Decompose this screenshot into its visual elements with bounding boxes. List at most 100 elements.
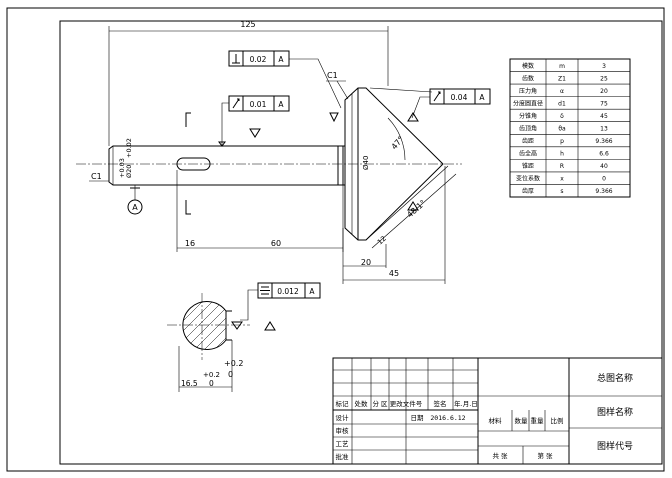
runout-cone-value: 0.04 xyxy=(451,93,468,102)
gear-table-cell-value: 45 xyxy=(600,113,608,120)
dim-60-label: 60 xyxy=(271,239,281,248)
datum-letter: A xyxy=(132,203,138,212)
bevel-gear-body xyxy=(344,87,444,241)
frame-perpendicularity[interactable]: 0.02 A xyxy=(228,50,342,109)
gear-table-cell-value: 20 xyxy=(600,88,608,95)
outer-border xyxy=(6,7,665,472)
section-tol-zero: 0 xyxy=(228,370,233,379)
gear-table-cell-symbol: R xyxy=(560,163,564,170)
title-block-border xyxy=(332,357,663,465)
perpendicularity-value: 0.02 xyxy=(250,55,267,64)
tb-count-label: 处数 xyxy=(355,399,369,408)
tb-drawing-code: 图样代号 xyxy=(597,440,633,452)
tb-part-name: 图样名称 xyxy=(597,406,633,418)
tb-scale-label: 比例 xyxy=(551,416,564,425)
tb-check-label: 审核 xyxy=(336,426,350,435)
chamfer-left-label: C1 xyxy=(91,172,102,181)
gear-table-cell-name: 齿全高 xyxy=(519,150,537,158)
runout-shaft-datum: A xyxy=(278,100,284,109)
section-outline xyxy=(182,301,227,350)
gear-table-cell-value: 9.366 xyxy=(595,188,612,195)
dim-slot: 16 60 xyxy=(176,170,344,252)
datum-triangle-4 xyxy=(407,201,419,211)
gear-table-cell-name: 压力角 xyxy=(519,87,537,95)
gear-table-cell-symbol: s xyxy=(560,188,563,195)
datum-triangle-1 xyxy=(249,128,261,138)
tb-general-name: 总图名称 xyxy=(597,372,633,384)
tb-approve-label: 批准 xyxy=(336,452,350,461)
symmetry-datum: A xyxy=(309,287,315,296)
gear-table-cell-name: 变位系数 xyxy=(516,175,540,183)
gear-table-cell-value: 9.366 xyxy=(595,138,612,145)
chamfer-cone-label: C1 xyxy=(327,71,338,80)
datum-circle xyxy=(127,199,143,215)
frame-runout-cone[interactable]: 0.04 A xyxy=(411,88,491,119)
dim-125-label: 125 xyxy=(240,20,255,29)
section-cut-arrow-bottom xyxy=(185,200,191,215)
tb-process-label: 工艺 xyxy=(336,440,350,448)
dim-cone-length: 20 45 xyxy=(342,166,446,284)
tb-sheet-total: 共 张 xyxy=(492,451,508,460)
tb-sign-label: 签名 xyxy=(434,399,447,408)
gear-table-cell-value: 75 xyxy=(600,100,608,107)
gear-table-cell-name: 齿厚 xyxy=(522,187,534,195)
datum-triangle-2 xyxy=(329,112,339,123)
gear-table-cell-name: 齿顶角 xyxy=(519,125,537,133)
face-width-label: 12 xyxy=(376,235,388,247)
gear-table-cell-symbol: θa xyxy=(558,126,566,133)
gear-table-cell-symbol: Z1 xyxy=(558,75,566,82)
tb-mark-label: 标记 xyxy=(336,399,350,408)
gear-table-cell-name: 模数 xyxy=(522,62,534,70)
gear-table-cell-symbol: p xyxy=(560,138,564,145)
runout-icon xyxy=(232,98,240,109)
shaft-diameter-callout: +0.03 Ø20 +0.02 xyxy=(118,138,133,178)
gear-table-border xyxy=(509,58,631,198)
shaft-tol-lower: +0.02 xyxy=(125,138,133,158)
tb-design-label: 设计 xyxy=(336,413,350,422)
tb-zone-label: 分 区 xyxy=(372,399,388,408)
shaft-main-view xyxy=(76,87,462,241)
section-tol-left: +0.2 xyxy=(203,371,220,379)
datum-triangle-6 xyxy=(231,321,243,330)
section-cut-arrow-top xyxy=(185,112,191,127)
title-block: 标记 处数 分 区 更改文件号 签名 年.月.日 设计 审核 工艺 批准 日期 … xyxy=(332,357,663,465)
datum-a[interactable]: A xyxy=(127,185,143,215)
symmetry-icon xyxy=(260,286,270,295)
section-depth-value: 16.5 xyxy=(181,379,198,388)
chamfer-notes: C1 C1 xyxy=(89,71,349,182)
frame-symmetry[interactable]: 0.012 A xyxy=(240,282,321,321)
gear-table-cell-name: 锥距 xyxy=(522,162,534,170)
symmetry-value: 0.012 xyxy=(277,287,299,296)
shaft-diameter: Ø20 xyxy=(125,165,133,178)
perpendicularity-datum: A xyxy=(278,55,284,64)
tb-date-label: 日期 xyxy=(411,414,425,422)
frame-runout-shaft[interactable]: 0.01 A xyxy=(218,95,290,147)
tb-quantity-label: 数量 xyxy=(515,416,529,425)
tb-date-value: 2016.6.12 xyxy=(430,414,465,422)
runout-cone-datum: A xyxy=(479,93,485,102)
tb-date-header: 年.月.日 xyxy=(454,399,478,408)
gear-table-cell-symbol: δ xyxy=(560,113,564,120)
tb-sheet-no: 第 张 xyxy=(537,451,553,460)
dim-20-label: 20 xyxy=(361,258,371,267)
gear-table-cell-value: 25 xyxy=(600,75,608,82)
gear-table-cell-symbol: m xyxy=(559,63,565,70)
gear-table-cell-value: 3 xyxy=(602,63,606,70)
keyway-slot xyxy=(176,157,211,171)
gear-table-cell-symbol: d1 xyxy=(558,100,566,107)
tb-weight-label: 重量 xyxy=(531,417,545,425)
datum-triangle-5 xyxy=(264,321,276,331)
gear-table-cell-symbol: h xyxy=(560,151,564,158)
gear-table-cell-name: 齿距 xyxy=(522,137,534,145)
section-depth-tol: 0 xyxy=(209,379,214,388)
gear-table-cell-name: 分锥角 xyxy=(519,112,537,120)
gear-table-cell-symbol: α xyxy=(560,88,564,95)
dim-overall-length: 125 xyxy=(108,20,389,146)
gear-table-cell-value: 13 xyxy=(600,126,608,133)
gear-table-cell-value: 40 xyxy=(600,163,608,170)
shaft-tol-upper: +0.03 xyxy=(118,158,126,178)
dim-45-label: 45 xyxy=(389,269,399,278)
